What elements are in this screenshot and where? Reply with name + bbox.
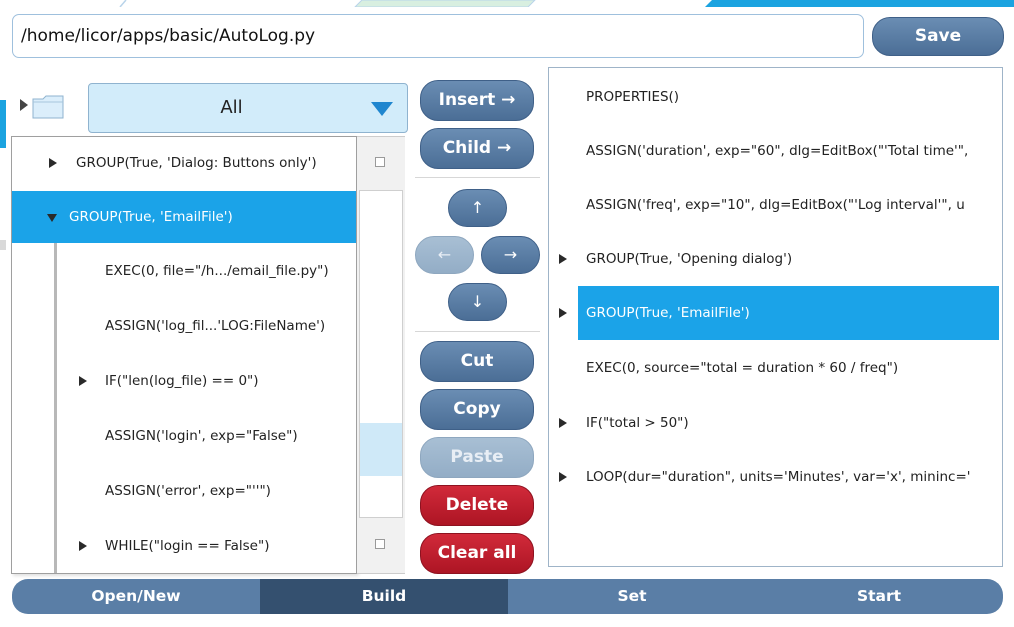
list-item[interactable]: ASSIGN('log_fil...'LOG:FileName') xyxy=(105,318,326,334)
list-item[interactable]: ASSIGN('error', exp="''") xyxy=(105,483,271,499)
separator xyxy=(415,177,540,178)
list-item[interactable]: LOOP(dur="duration", units='Minutes', va… xyxy=(549,450,1002,504)
separator xyxy=(415,331,540,332)
list-item[interactable]: GROUP(True, 'Opening dialog') xyxy=(549,232,1002,286)
save-button[interactable]: Save xyxy=(872,17,1004,56)
filter-dropdown[interactable]: All xyxy=(88,83,408,133)
list-item[interactable]: GROUP(True, 'Dialog: Buttons only') xyxy=(12,137,356,189)
collapse-icon[interactable] xyxy=(47,214,57,222)
expand-icon[interactable] xyxy=(49,158,57,168)
list-item[interactable]: ASSIGN('login', exp="False") xyxy=(105,428,298,444)
list-item[interactable]: IF("total > 50") xyxy=(549,396,1002,450)
child-button[interactable]: Child → xyxy=(420,128,534,169)
list-item[interactable]: WHILE("login == False") xyxy=(12,520,356,572)
selection-highlight xyxy=(578,286,999,340)
cut-button[interactable]: Cut xyxy=(420,341,534,382)
move-up-button[interactable]: ↑ xyxy=(448,189,507,227)
expand-icon[interactable] xyxy=(79,541,87,551)
tab-start[interactable]: Start xyxy=(856,587,902,605)
copy-button[interactable]: Copy xyxy=(420,389,534,430)
list-item[interactable]: IF("len(log_file) == 0") xyxy=(12,355,356,407)
clear-all-button[interactable]: Clear all xyxy=(420,533,534,574)
list-item-selected[interactable]: GROUP(True, 'EmailFile') xyxy=(12,191,356,243)
list-item[interactable]: ASSIGN('duration', exp="60", dlg=EditBox… xyxy=(586,143,969,159)
left-edge-divider xyxy=(0,240,6,250)
move-left-button[interactable]: ← xyxy=(415,236,474,274)
file-path-field[interactable]: /home/licor/apps/basic/AutoLog.py xyxy=(12,14,864,58)
list-item[interactable]: PROPERTIES() xyxy=(586,89,680,105)
scrollbar-thumb[interactable] xyxy=(360,423,402,476)
scroll-down-box[interactable] xyxy=(375,539,385,549)
folder-expand-icon[interactable] xyxy=(20,99,28,111)
list-item-selected[interactable]: GROUP(True, 'EmailFile') xyxy=(549,286,1002,340)
tree-guide-line xyxy=(54,243,57,573)
list-item[interactable]: EXEC(0, source="total = duration * 60 / … xyxy=(586,360,899,376)
left-edge-accent xyxy=(0,100,6,148)
expand-icon[interactable] xyxy=(79,376,87,386)
list-item[interactable]: EXEC(0, file="/h.../email_file.py") xyxy=(105,263,329,279)
chevron-down-icon xyxy=(371,102,393,116)
expand-icon[interactable] xyxy=(559,418,567,428)
filter-selected-value: All xyxy=(220,97,243,118)
program-tree[interactable]: PROPERTIES() ASSIGN('duration', exp="60"… xyxy=(548,67,1003,567)
expand-icon[interactable] xyxy=(559,254,567,264)
folder-icon[interactable] xyxy=(32,95,64,119)
scroll-up-box[interactable] xyxy=(375,157,385,167)
bottom-tab-bar: Open/New Build Set Start xyxy=(12,579,1003,614)
command-library-list[interactable]: GROUP(True, 'Dialog: Buttons only') GROU… xyxy=(11,136,357,574)
expand-icon[interactable] xyxy=(559,472,567,482)
expand-icon[interactable] xyxy=(559,308,567,318)
move-down-button[interactable]: ↓ xyxy=(448,283,507,321)
delete-button[interactable]: Delete xyxy=(420,485,534,526)
tab-open-new[interactable]: Open/New xyxy=(91,587,181,605)
paste-button[interactable]: Paste xyxy=(420,437,534,478)
top-tab-edges xyxy=(119,0,1014,7)
insert-button[interactable]: Insert → xyxy=(420,80,534,121)
list-item[interactable]: ASSIGN('freq', exp="10", dlg=EditBox("'L… xyxy=(586,197,965,213)
tab-build[interactable]: Build xyxy=(260,579,508,614)
move-right-button[interactable]: → xyxy=(481,236,540,274)
tab-set[interactable]: Set xyxy=(617,587,647,605)
